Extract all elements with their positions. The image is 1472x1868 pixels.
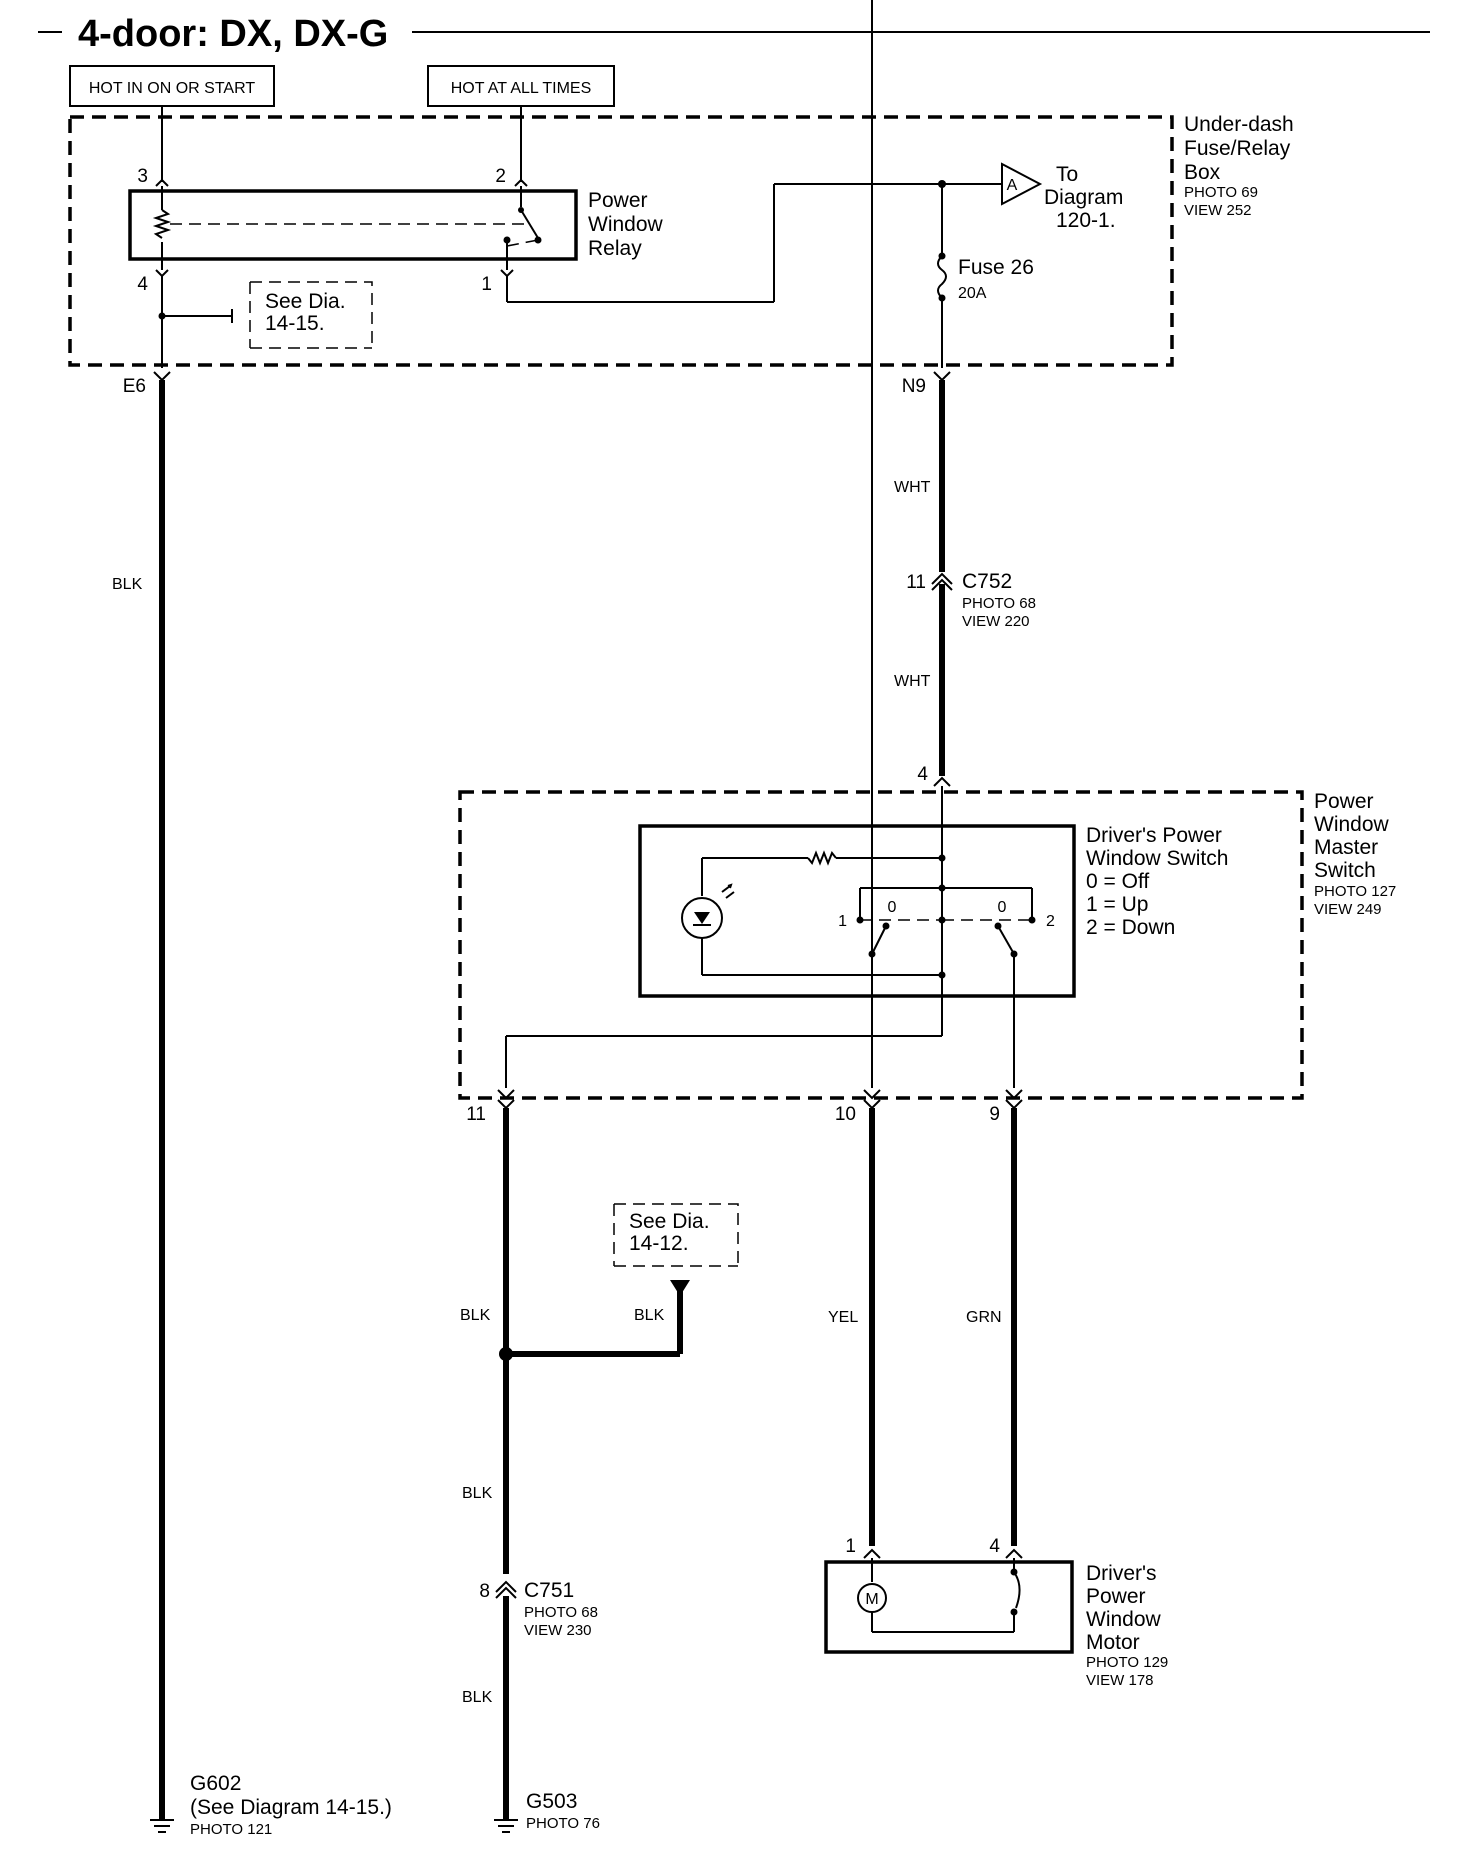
motor-pin-1: 1 — [845, 1536, 856, 1557]
hot-in-on-start-label: HOT IN ON OR START — [89, 80, 255, 97]
master-switch-pin-10: 10 — [835, 1104, 856, 1125]
terminal-e6: E6 — [123, 376, 146, 397]
wire-wht-upper-label: WHT — [894, 479, 931, 496]
indicator-resistor — [807, 850, 837, 866]
relay-contact — [520, 209, 539, 239]
master-switch-photo: PHOTO 127 — [1314, 883, 1396, 900]
fuse-name: Fuse 26 — [958, 256, 1034, 279]
master-switch-name: Power Window Master Switch — [1314, 790, 1395, 882]
wire-blk-main-label: BLK — [112, 576, 143, 593]
ground-g503-photo: PHOTO 76 — [526, 1815, 600, 1832]
diagram-title: 4-door: DX, DX-G — [78, 13, 388, 55]
fuse-rating: 20A — [958, 285, 987, 302]
switch-contact-right — [997, 925, 1015, 955]
see-dia-14-12: See Dia. 14-12. — [629, 1210, 715, 1255]
connector-c751 — [495, 1580, 517, 1593]
wire-blk-a-label: BLK — [460, 1307, 491, 1324]
drivers-power-window-switch — [638, 824, 1076, 998]
driver-switch-legend: 0 = Off 1 = Up 2 = Down — [1086, 870, 1175, 939]
wire-blk-d-label: BLK — [462, 1689, 493, 1706]
c751-pin: 8 — [479, 1581, 490, 1602]
ground-g602-name: G602 — [190, 1772, 241, 1795]
fuse-box-photo: PHOTO 69 — [1184, 184, 1258, 201]
motor-symbol: M — [865, 1591, 878, 1608]
under-dash-fuse-relay-box — [68, 115, 1174, 367]
drivers-power-window-motor — [824, 1560, 1074, 1654]
c752-photo: PHOTO 68 — [962, 595, 1036, 612]
relay-name: Power Window Relay — [588, 189, 669, 260]
power-window-relay — [128, 189, 578, 261]
relay-pin-2: 2 — [495, 166, 506, 187]
c751-photo: PHOTO 68 — [524, 1604, 598, 1621]
c752-view: VIEW 220 — [962, 613, 1030, 630]
switch-pos-0-right: 0 — [998, 899, 1007, 916]
motor-view: VIEW 178 — [1086, 1672, 1154, 1689]
wire-yel-label: YEL — [828, 1309, 858, 1326]
motor-name: Driver's Power Window Motor — [1086, 1562, 1167, 1654]
ground-g503-name: G503 — [526, 1790, 577, 1813]
wire-blk-b-label: BLK — [634, 1307, 665, 1324]
hot-in-on-start-box — [69, 65, 275, 107]
relay-pin-3: 3 — [137, 166, 148, 187]
c752-name: C752 — [962, 570, 1012, 593]
wire-blk-c-label: BLK — [462, 1485, 493, 1502]
fuse-box-name: Under-dash Fuse/Relay Box — [1184, 113, 1300, 184]
c751-view: VIEW 230 — [524, 1622, 592, 1639]
offpage-letter: A — [1007, 177, 1018, 194]
master-switch-view: VIEW 249 — [1314, 901, 1382, 918]
wire-wht-lower-label: WHT — [894, 673, 931, 690]
power-window-master-switch — [458, 790, 1304, 1100]
switch-contact-left — [871, 925, 887, 955]
fuse-26 — [937, 255, 947, 299]
hot-at-all-times-label: HOT AT ALL TIMES — [451, 80, 592, 97]
c752-pin: 11 — [906, 572, 926, 593]
offpage-connector-a — [1001, 162, 1043, 206]
switch-pos-2: 2 — [1046, 913, 1055, 930]
relay-pin-4: 4 — [137, 274, 148, 295]
driver-switch-name: Driver's Power Window Switch — [1086, 824, 1228, 870]
switch-pos-0-left: 0 — [888, 899, 897, 916]
connector-c752 — [931, 572, 953, 585]
ground-g602-photo: PHOTO 121 — [190, 1821, 272, 1838]
master-switch-pin-11: 11 — [466, 1104, 486, 1125]
ground-g602-note: (See Diagram 14-15.) — [190, 1796, 392, 1819]
relay-pin-1: 1 — [481, 274, 492, 295]
see-dia-14-15: See Dia. 14-15. — [265, 290, 351, 335]
wire-grn-label: GRN — [966, 1309, 1002, 1326]
relay-coil — [152, 209, 172, 239]
master-switch-pin-9: 9 — [989, 1104, 1000, 1125]
master-switch-pin-4: 4 — [917, 764, 928, 785]
motor-photo: PHOTO 129 — [1086, 1654, 1168, 1671]
motor-pin-4: 4 — [989, 1536, 1000, 1557]
offpage-destination: To Diagram 120-1. — [1044, 163, 1129, 232]
fuse-box-view: VIEW 252 — [1184, 202, 1252, 219]
motor-breaker — [1013, 1571, 1021, 1609]
switch-pos-1: 1 — [838, 913, 847, 930]
terminal-n9: N9 — [902, 376, 926, 397]
c751-name: C751 — [524, 1579, 574, 1602]
